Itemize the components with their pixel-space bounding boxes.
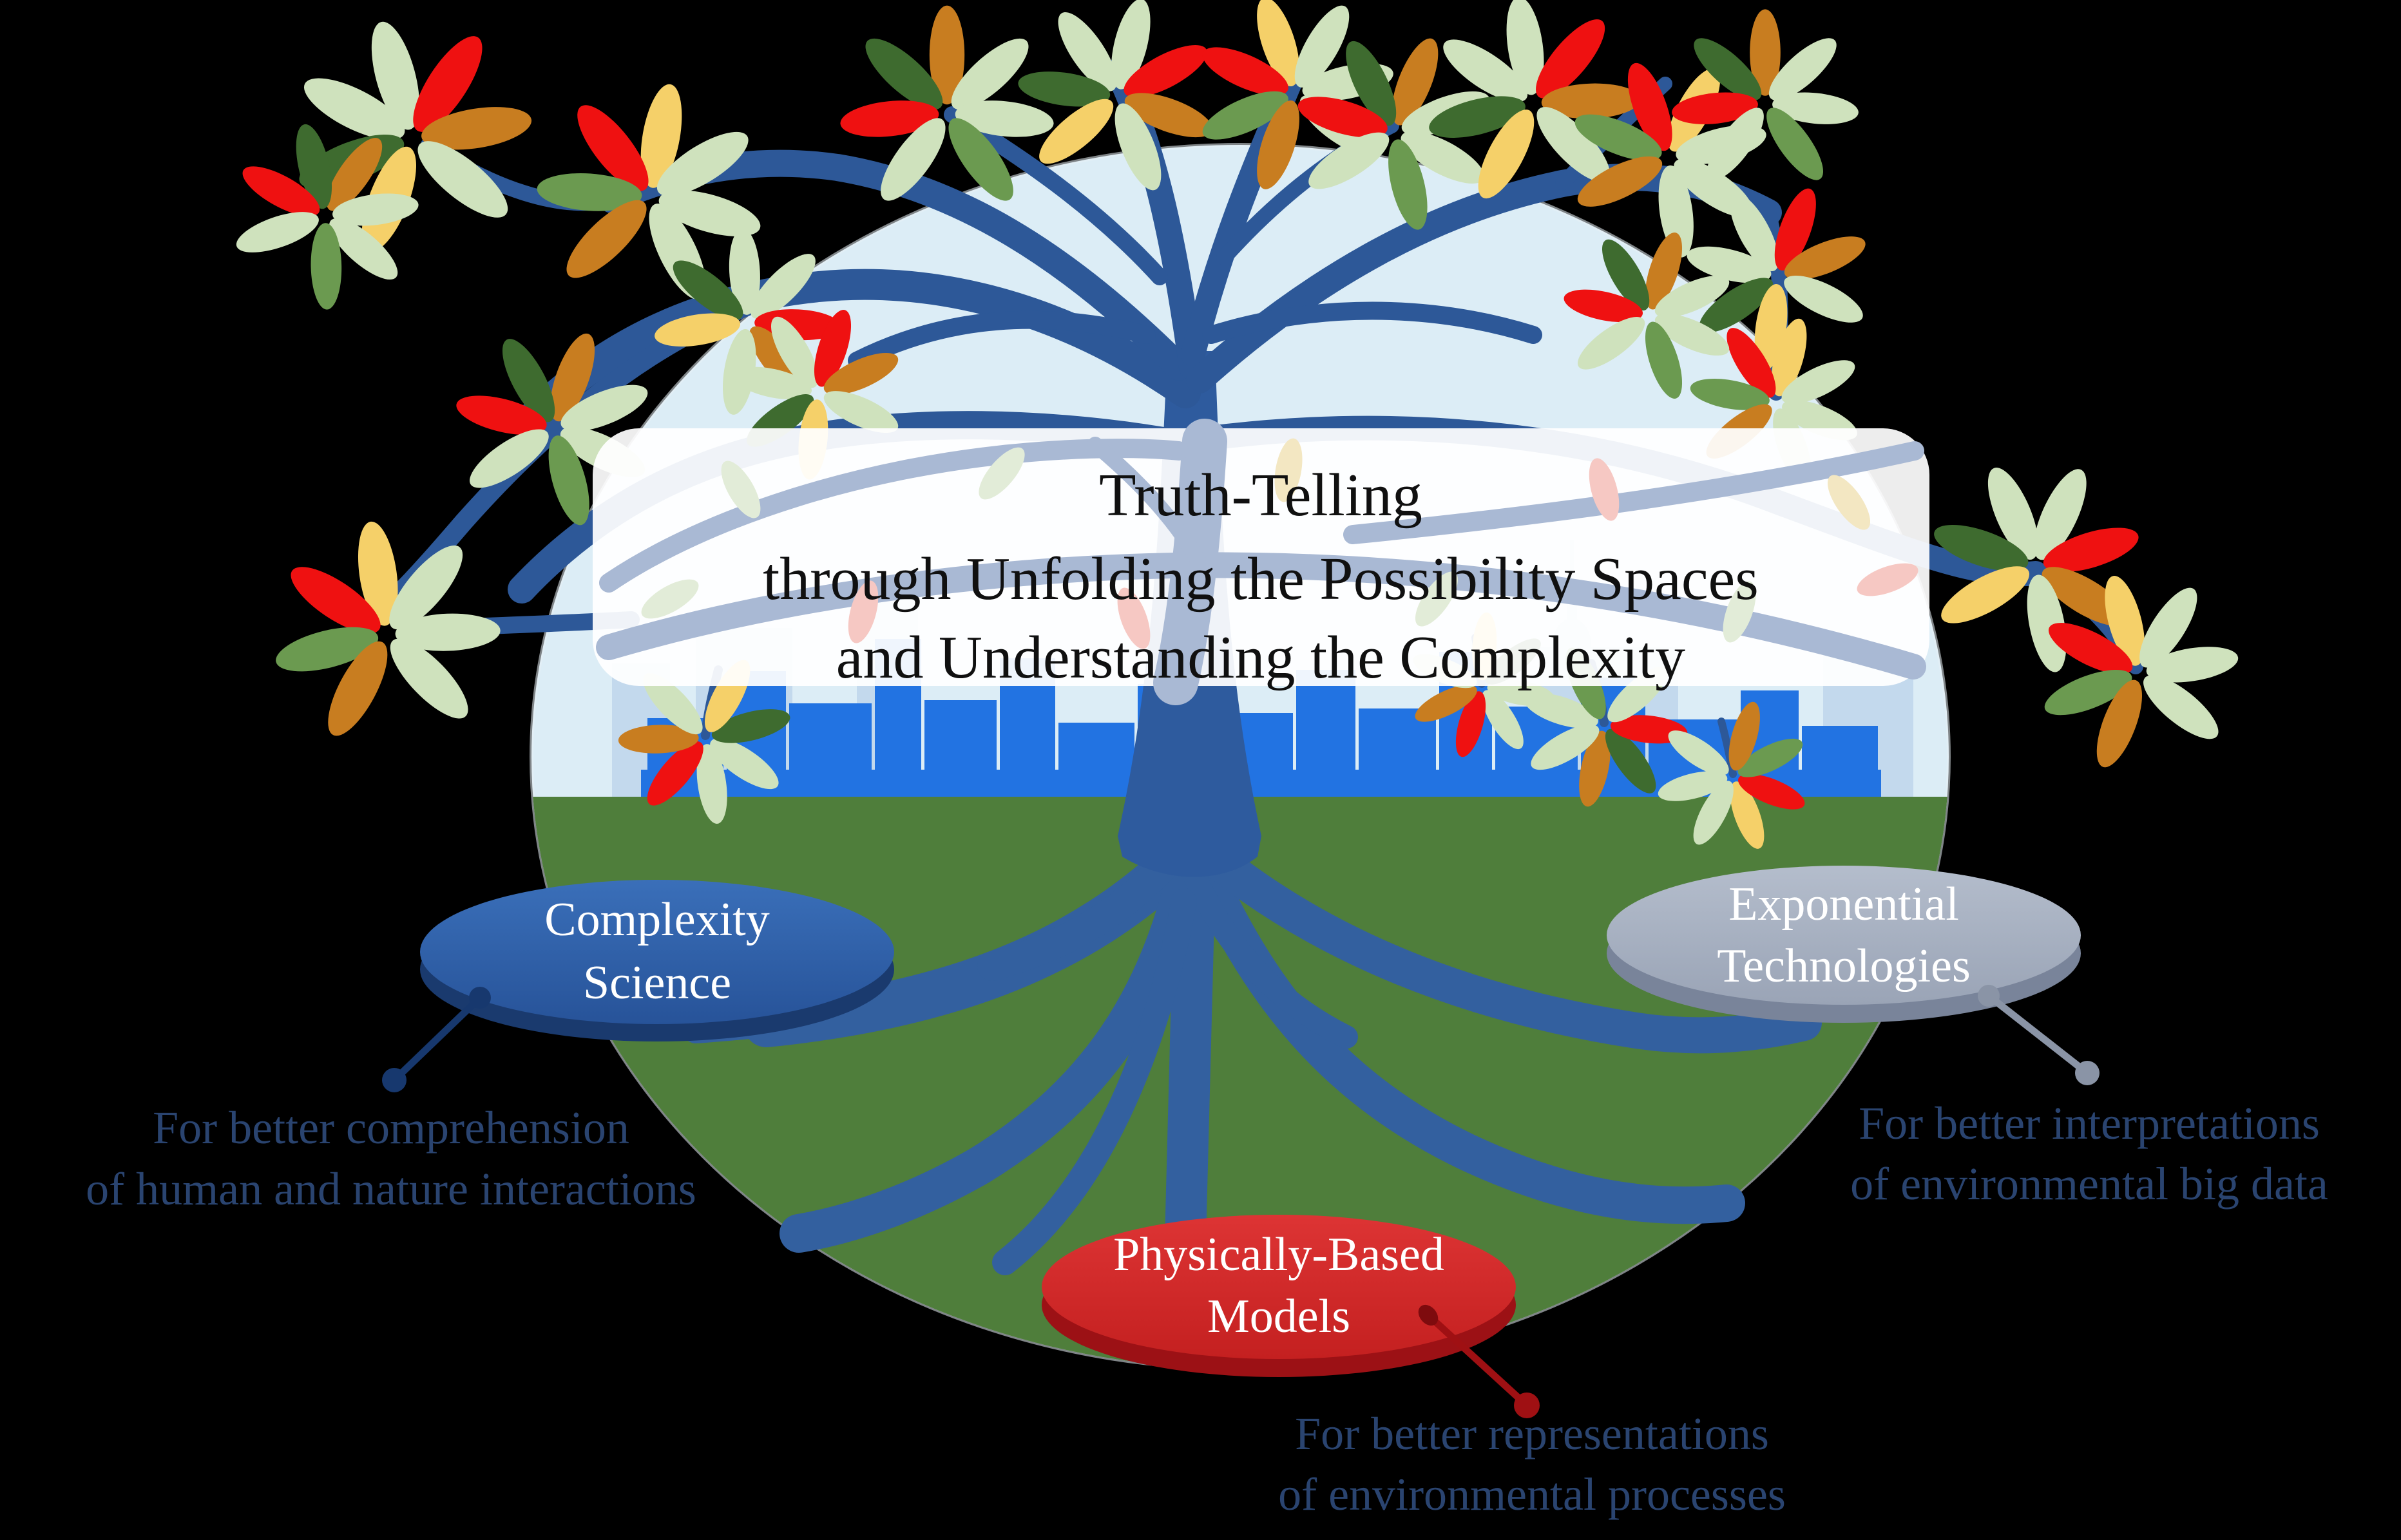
exponential-description-line1: For better interpretations (1859, 1098, 2320, 1149)
physical-label-line2: Models (1207, 1290, 1350, 1343)
complexity-label-line2: Science (583, 956, 731, 1009)
title-line-2: through Unfolding the Possibility Spaces (763, 546, 1759, 613)
connector-complexity (382, 987, 491, 1092)
physical-label-line1: Physically-Based (1113, 1228, 1444, 1281)
pale-leaves (641, 438, 1918, 649)
node-complexity-science: Complexity Science For better comprehens… (86, 880, 894, 1215)
physical-description-line2: of environmental processes (1278, 1469, 1786, 1520)
physical-ellipse-face (1042, 1215, 1516, 1359)
complexity-description-line1: For better comprehension (153, 1102, 629, 1154)
node-exponential-technologies: Exponential Technologies For better inte… (1607, 866, 2328, 1210)
panel-see-through-tree (596, 419, 1926, 705)
exponential-ellipse-face (1607, 866, 2081, 1005)
node-physically-based-models: Physically-Based Models For better repre… (1042, 1215, 1786, 1520)
exponential-description-line2: of environmental big data (1850, 1158, 2328, 1210)
title-line-1: Truth-Telling (1099, 462, 1422, 529)
tree-roots (683, 832, 1822, 1364)
complexity-label-line1: Complexity (544, 893, 769, 946)
complexity-ellipse-face (420, 880, 894, 1024)
exponential-label-line2: Technologies (1717, 940, 1971, 993)
title-line-3: and Understanding the Complexity (836, 624, 1685, 691)
physical-description-line1: For better representations (1295, 1408, 1769, 1459)
connector-exponential (1978, 985, 2100, 1085)
title-panel: Truth-Telling through Unfolding the Poss… (593, 419, 1929, 705)
connector-physical (1418, 1304, 1540, 1418)
exponential-label-line1: Exponential (1728, 878, 1959, 931)
complexity-description-line2: of human and nature interactions (86, 1163, 696, 1215)
